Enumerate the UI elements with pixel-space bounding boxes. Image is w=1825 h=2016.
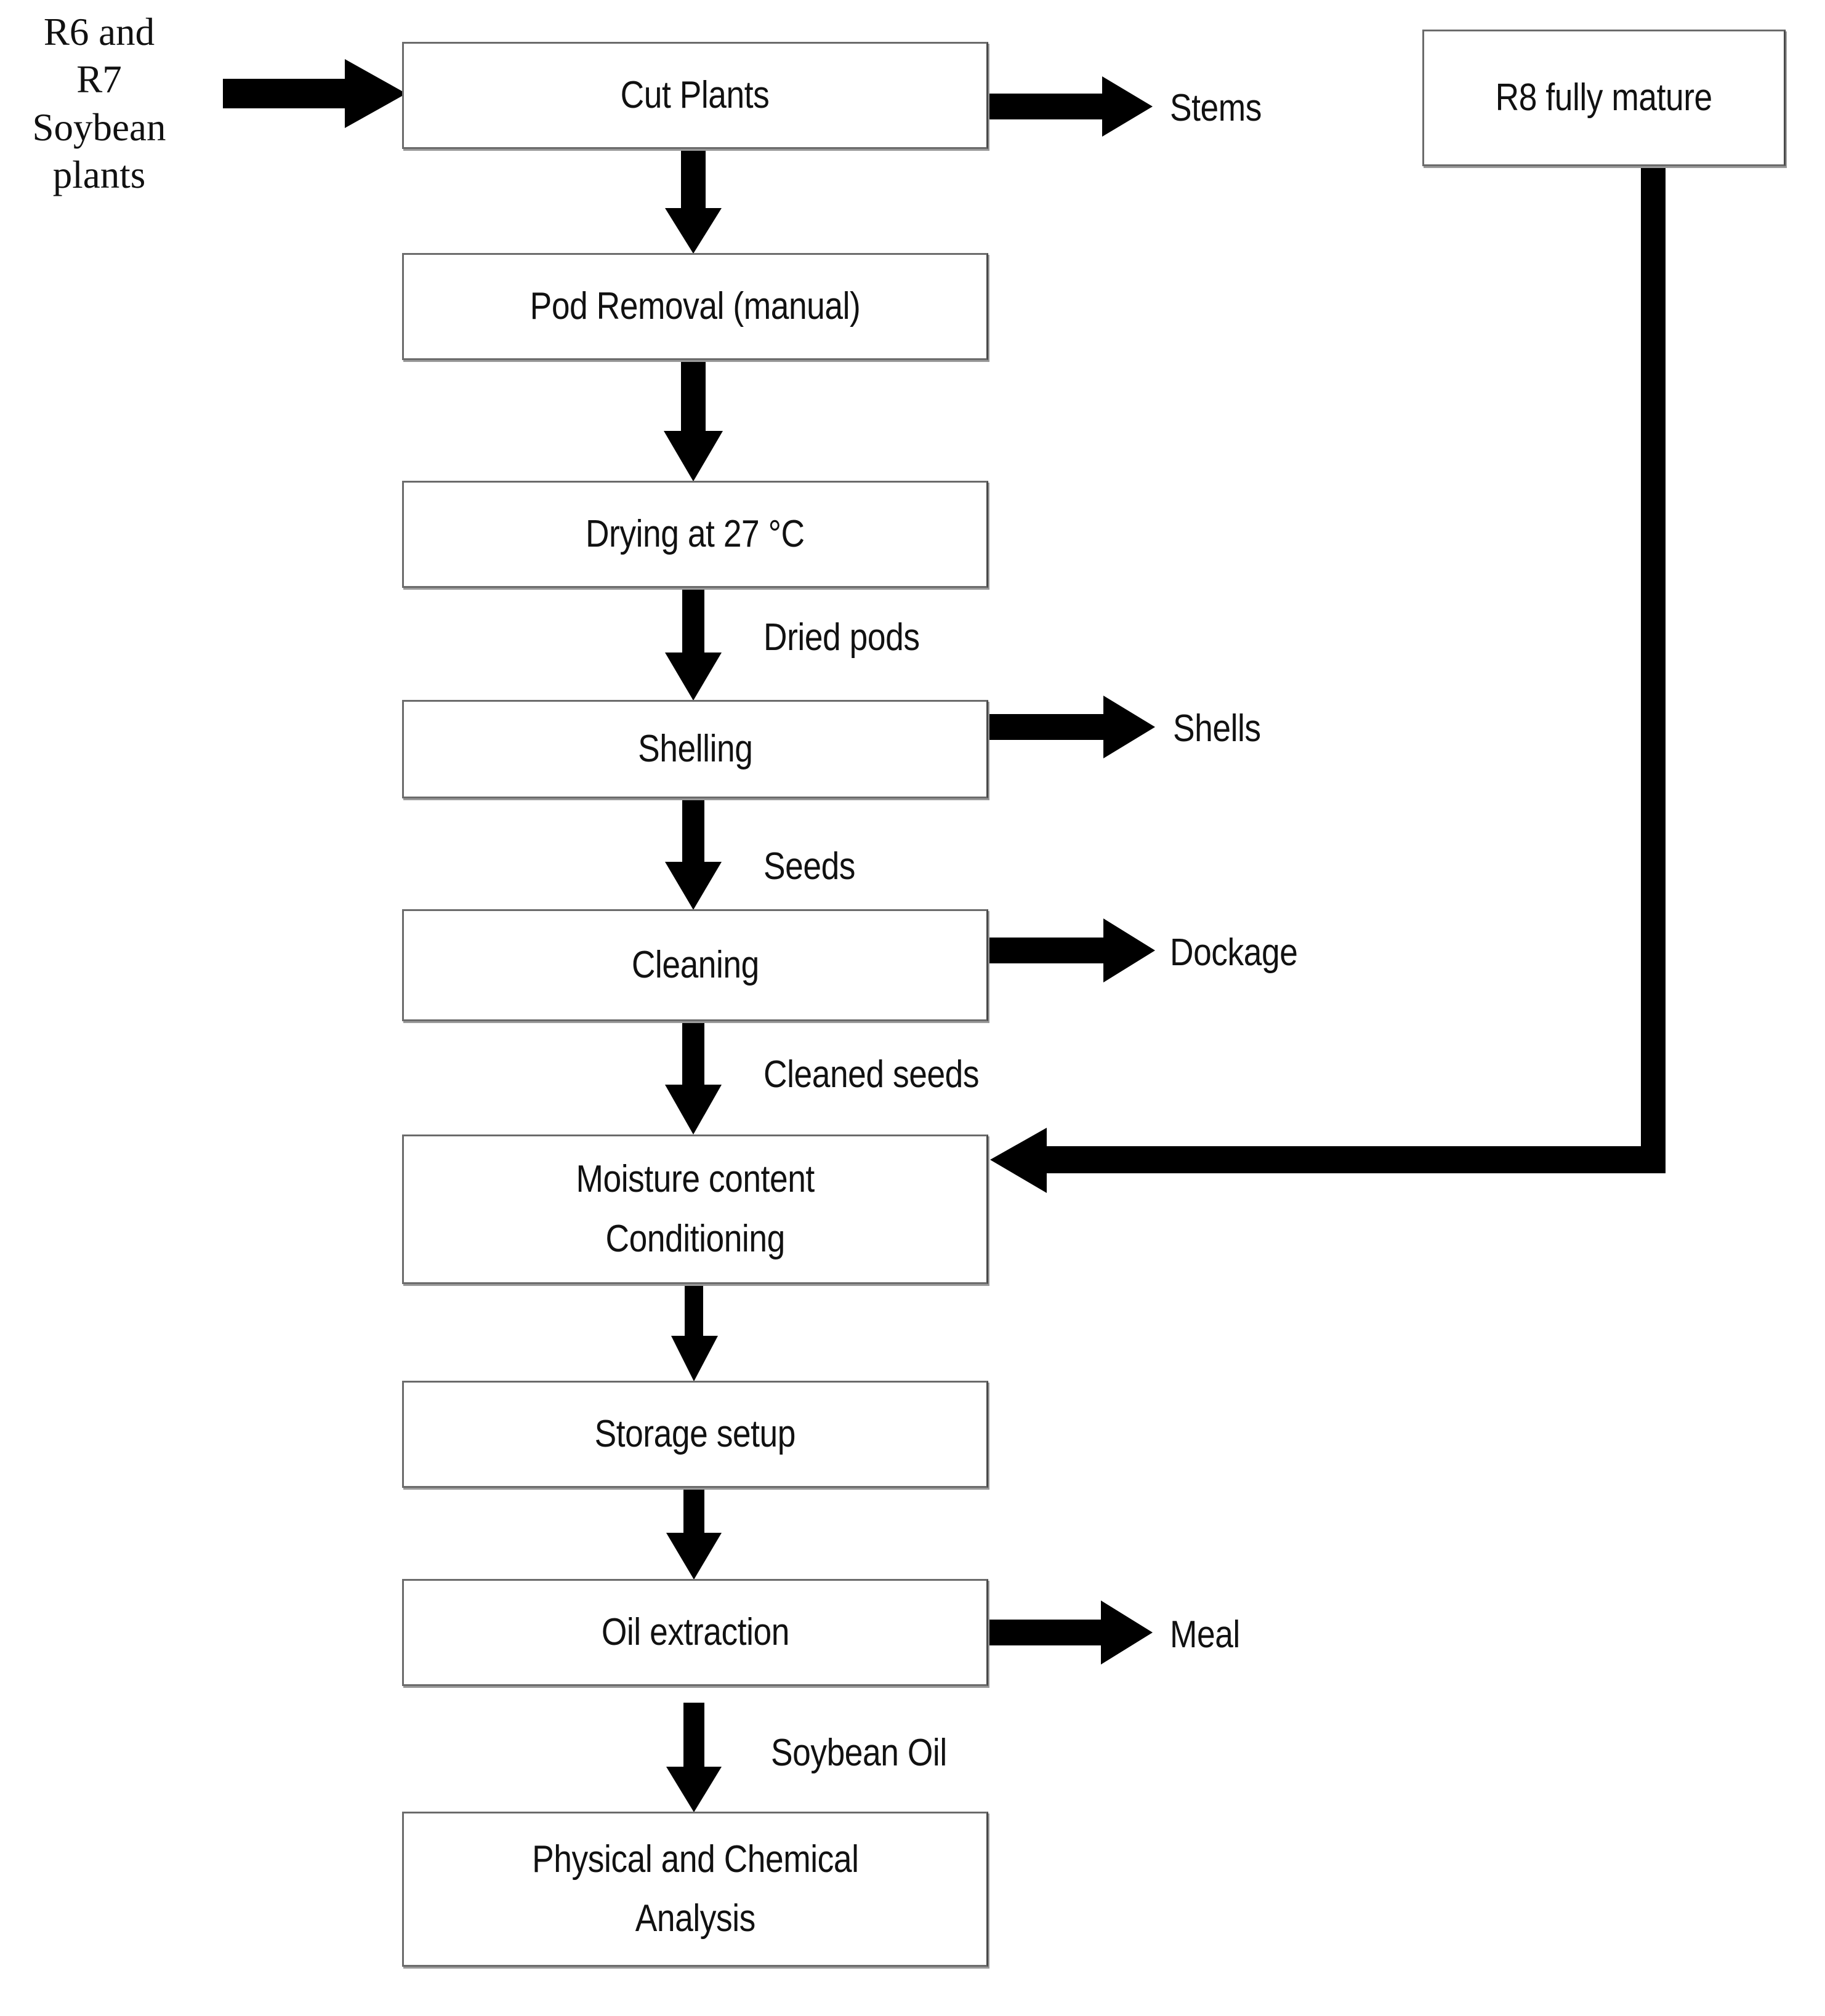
node-moisture-conditioning[interactable]: Moisture content Conditioning — [402, 1135, 988, 1284]
connector-drying-to-shelling — [665, 587, 722, 701]
node-pod-removal[interactable]: Pod Removal (manual) — [402, 253, 988, 360]
connector-pod-removal-to-drying — [664, 359, 723, 481]
connector-oil-extraction-to-analysis — [666, 1703, 722, 1812]
node-shelling[interactable]: Shelling — [402, 700, 988, 798]
source-label-r6-r7-soybean-plants: R6 and R7 Soybean plants — [32, 10, 166, 197]
node-drying-label: Drying at 27 °C — [586, 513, 805, 556]
flow-label-soybean-oil: Soybean Oil — [771, 1732, 947, 1774]
flow-label-cleaned-seeds: Cleaned seeds — [763, 1053, 980, 1096]
node-cleaning[interactable]: Cleaning — [402, 909, 988, 1021]
connector-shelling-to-shells — [988, 696, 1155, 758]
node-r8-fully-mature-label: R8 fully mature — [1495, 76, 1713, 119]
node-drying[interactable]: Drying at 27 °C — [402, 481, 988, 588]
node-analysis[interactable]: Physical and Chemical Analysis — [402, 1812, 988, 1967]
side-label-dockage: Dockage — [1170, 931, 1298, 974]
node-moisture-conditioning-label: Moisture content Conditioning — [576, 1158, 815, 1260]
node-pod-removal-label: Pod Removal (manual) — [530, 285, 861, 328]
connector-oil-extraction-to-meal — [988, 1600, 1153, 1665]
node-cut-plants[interactable]: Cut Plants — [402, 42, 988, 149]
connector-r8-to-moisture — [990, 165, 1666, 1193]
connector-source-to-cut-plants — [223, 59, 406, 128]
flow-label-seeds: Seeds — [763, 845, 856, 888]
side-label-stems: Stems — [1170, 87, 1262, 129]
connector-shelling-to-cleaning — [665, 798, 722, 910]
connector-cleaning-to-moisture — [665, 1021, 722, 1135]
node-oil-extraction-label: Oil extraction — [601, 1611, 789, 1654]
side-label-meal: Meal — [1170, 1613, 1240, 1656]
node-cleaning-label: Cleaning — [631, 944, 759, 987]
node-cut-plants-label: Cut Plants — [621, 74, 770, 117]
connector-cleaning-to-dockage — [988, 918, 1155, 982]
node-analysis-label: Physical and Chemical Analysis — [531, 1837, 859, 1940]
node-shelling-label: Shelling — [637, 728, 753, 771]
node-storage-setup-label: Storage setup — [594, 1413, 796, 1456]
connector-cut-plants-to-pod-removal — [665, 148, 722, 254]
flow-label-dried-pods: Dried pods — [763, 616, 920, 659]
side-label-shells: Shells — [1173, 707, 1261, 750]
node-r8-fully-mature[interactable]: R8 fully mature — [1422, 30, 1786, 166]
node-oil-extraction[interactable]: Oil extraction — [402, 1579, 988, 1686]
connector-moisture-to-storage — [671, 1284, 718, 1381]
connector-cut-plants-to-stems — [988, 76, 1153, 137]
node-storage-setup[interactable]: Storage setup — [402, 1381, 988, 1488]
